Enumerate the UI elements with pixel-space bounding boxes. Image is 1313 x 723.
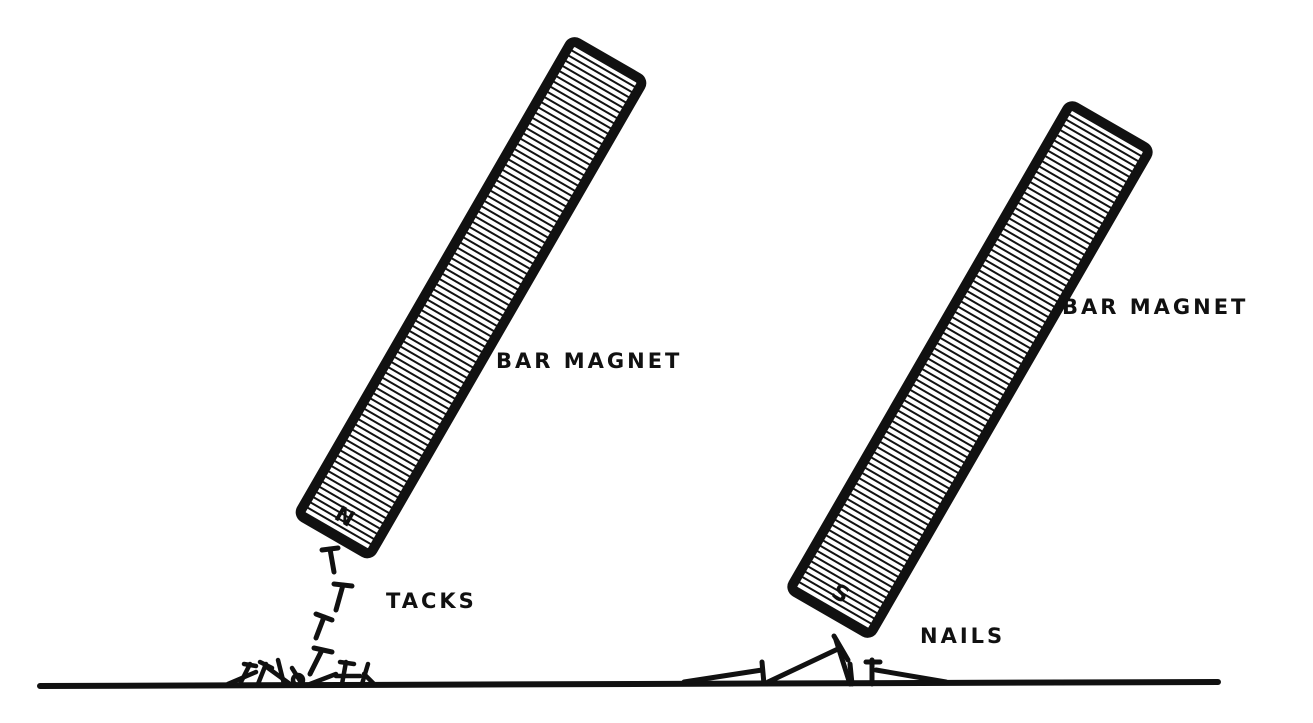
nail [681, 659, 767, 687]
bar-magnet-left: N [295, 37, 647, 559]
bar-magnet-right: S [787, 101, 1153, 638]
tack [255, 659, 275, 687]
tack [307, 645, 335, 677]
tack [237, 661, 259, 687]
tack [331, 581, 355, 613]
tack [307, 671, 339, 687]
tack [265, 657, 293, 687]
tack [333, 659, 363, 687]
bar-magnet-right-label: BAR MAGNET [1062, 295, 1249, 319]
ground-line [37, 679, 1221, 689]
tack [359, 661, 377, 687]
bar-magnet-left-body [295, 37, 647, 559]
tack-chain [307, 545, 355, 677]
bar-magnet-right-body [787, 101, 1153, 638]
tack [313, 611, 335, 641]
tack [289, 665, 306, 688]
tack [319, 545, 341, 575]
bar-magnet-left-label: BAR MAGNET [496, 349, 683, 373]
nail-group [681, 633, 949, 687]
tack-pile [225, 657, 377, 688]
nail [863, 657, 949, 687]
nail [833, 637, 853, 687]
nail [847, 661, 855, 687]
nails-label: NAILS [920, 624, 1006, 648]
tacks-label: TACKS [386, 589, 477, 613]
